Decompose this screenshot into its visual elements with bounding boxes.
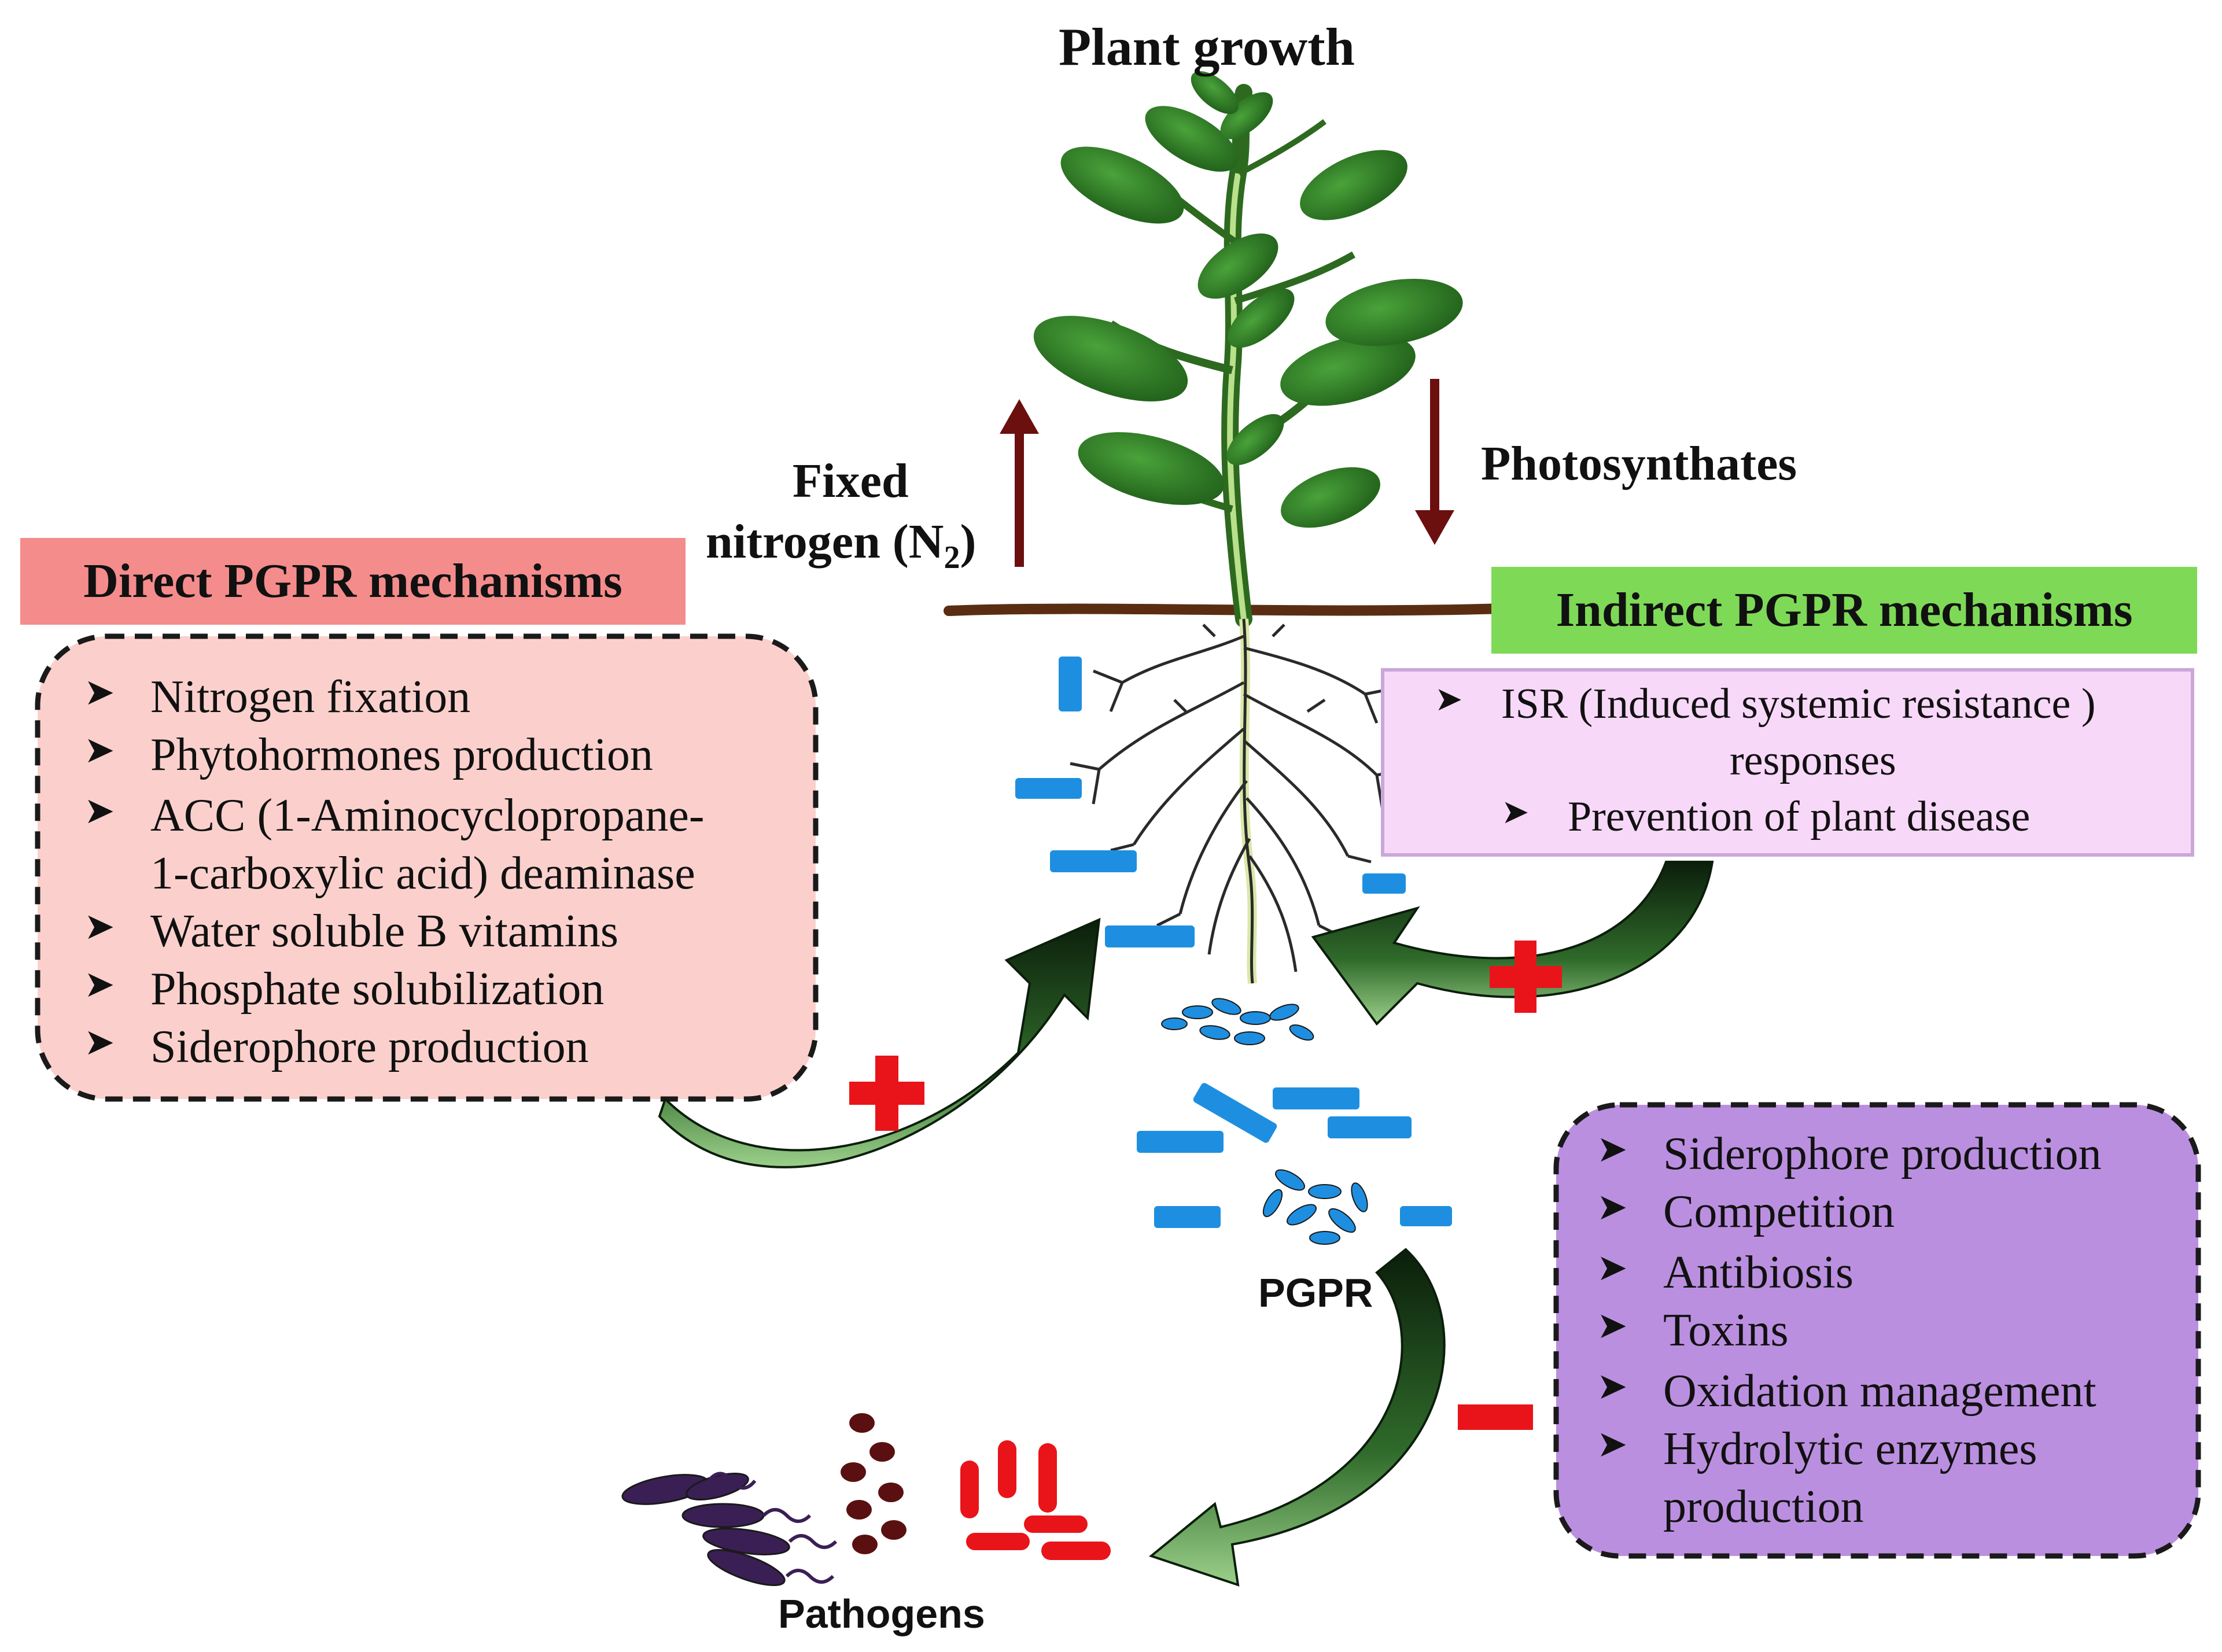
list-item-label: Water soluble B vitamins [150,906,618,957]
list-item-label: 1-carboxylic acid) deaminase [150,848,695,899]
minus-icon [1458,1404,1533,1430]
upward-flow-arrow-icon [1000,399,1039,567]
plant-icon [1033,71,1463,628]
downward-flow-arrow-icon [1415,379,1454,545]
arrowhead-bullet-icon: ➤ [1597,1129,1628,1170]
pathogens-label: Pathogens [778,1591,985,1636]
arrowhead-bullet-icon: ➤ [84,1022,115,1063]
list-item-label: Toxins [1663,1305,1789,1356]
plus-icon [1490,941,1562,1013]
list-item-label: ACC (1-Aminocyclopropane- [150,790,705,841]
arrowhead-bullet-icon: ➤ [84,964,115,1005]
indirect-mechanisms-box [1381,668,2194,857]
bacteria-rods-icon [1015,657,1452,1228]
pgpr-label: PGPR [1258,1270,1373,1315]
direct-mechanisms-title: Direct PGPR mechanisms [83,554,622,608]
antagonism-mechanisms-box [1553,1102,2201,1559]
arrowhead-bullet-icon: ➤ [1597,1247,1628,1288]
list-item-label: Siderophore production [150,1022,589,1072]
upward-flow-label: Fixed [793,454,909,508]
list-item-label: Competition [1663,1186,1895,1237]
upward-flow-subscript: 2 [944,539,960,576]
indirect-to-root-arrow-icon [1311,861,1714,1026]
arrowhead-bullet-icon: ➤ [84,790,115,831]
direct-mechanisms-box [35,633,819,1102]
arrowhead-bullet-icon: ➤ [1597,1424,1628,1465]
list-item-label: Oxidation management [1663,1366,2096,1417]
indirect-mechanisms-title: Indirect PGPR mechanisms [1556,583,2133,637]
list-item-label: Nitrogen fixation [150,672,471,722]
upward-flow-label-text: nitrogen (N [706,515,944,569]
pathogens-icon [621,1413,1111,1586]
list-item-label: Hydrolytic enzymes [1663,1424,2037,1474]
soil-line [944,603,1509,616]
list-item-label: Phytohormones production [150,729,653,780]
arrowhead-bullet-icon: ➤ [1435,680,1463,718]
arrowhead-bullet-icon: ➤ [1501,793,1530,831]
indirect-mechanisms-header: Indirect PGPR mechanisms [1491,567,2197,654]
list-item-label: Antibiosis [1663,1247,1853,1298]
list-item-label: Prevention of plant disease [1568,793,2031,840]
arrowhead-bullet-icon: ➤ [84,906,115,947]
plus-icon [849,1056,924,1131]
pgpr-cluster-icon [1161,998,1368,1245]
upward-flow-close: ) [960,515,976,569]
arrowhead-bullet-icon: ➤ [1597,1366,1628,1407]
list-item-label: Phosphate solubilization [150,964,605,1015]
list-item-label: ISR (Induced systemic resistance ) [1501,680,2096,728]
arrowhead-bullet-icon: ➤ [84,672,115,713]
arrowhead-bullet-icon: ➤ [1597,1186,1628,1227]
arrowhead-bullet-icon: ➤ [1597,1305,1628,1346]
list-item-label: production [1663,1481,1864,1532]
upward-flow-label-line2: nitrogen (N2) [706,518,976,574]
direct-to-root-arrow-icon [658,917,1101,1168]
pgpr-to-pathogens-arrow-icon [1148,1248,1446,1587]
downward-flow-label: Photosynthates [1481,437,1797,491]
diagram-title: Plant growth [1059,17,1355,76]
root-system-icon [1070,618,1406,984]
list-item-label: responses [1730,737,1896,784]
direct-mechanisms-header: Direct PGPR mechanisms [20,538,686,625]
arrowhead-bullet-icon: ➤ [84,729,115,770]
list-item-label: Siderophore production [1663,1129,2102,1179]
